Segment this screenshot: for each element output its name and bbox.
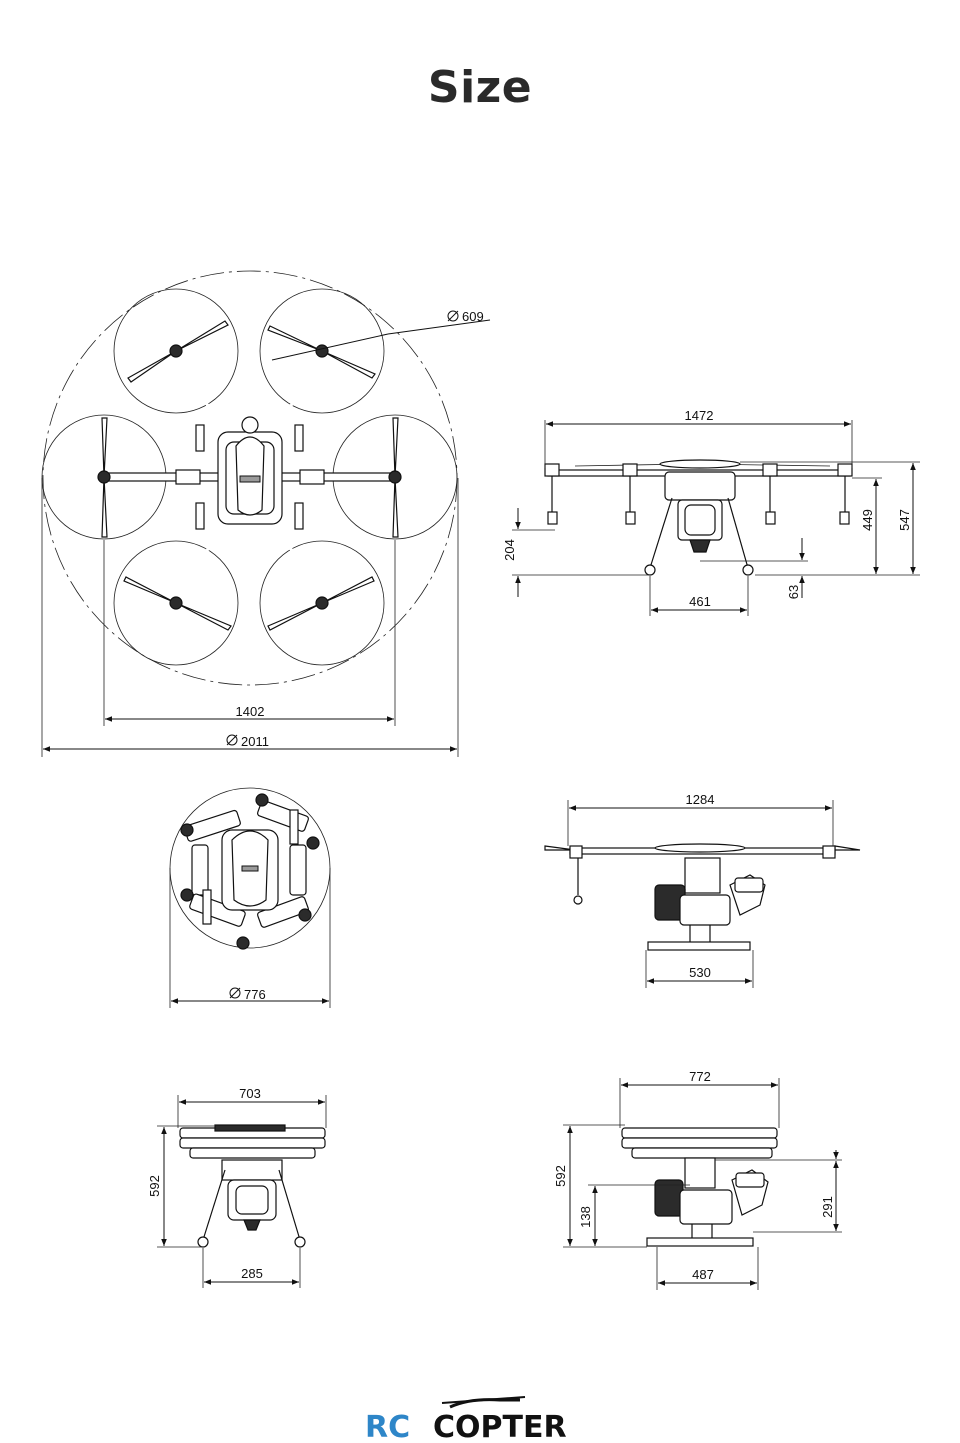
folded-side-2-height-label: 592 <box>553 1165 568 1187</box>
ground-clearance-dimension: 204 <box>502 508 650 597</box>
folded-side-2-height-dimension: 592 <box>553 1124 647 1248</box>
arm-height-dimension: 449 <box>852 477 882 574</box>
folded-front-height-label: 592 <box>147 1175 162 1197</box>
folded-side-2-tank-dimension: 291 <box>715 1150 842 1233</box>
folded-side-2-skid-label: 487 <box>692 1267 714 1282</box>
rc-copter-logo: RC COPTER <box>365 1396 567 1443</box>
folded-side-2-clearance-dimension: 138 <box>578 1184 690 1246</box>
rotor-diameter-callout: 609 <box>271 309 491 361</box>
folded-front-leg-dimension: 285 <box>202 1248 301 1288</box>
logo-copter: COPTER <box>433 1410 567 1443</box>
folded-side-view-2-drawing: 772 592 138 291 487 <box>553 1069 842 1290</box>
folded-skid-label: 530 <box>689 965 711 980</box>
total-height-dimension: 547 <box>740 461 920 576</box>
folded-front-width-dimension: 703 <box>177 1086 327 1128</box>
folded-diameter-label: 776 <box>244 987 266 1002</box>
leg-spacing-dimension: 461 <box>649 576 749 616</box>
overall-diameter-dimension: 2011 <box>41 478 459 757</box>
folded-side-2-clearance-label: 138 <box>578 1206 593 1228</box>
folded-side-view-drawing: 1284 530 <box>544 792 861 988</box>
folded-front-width-label: 703 <box>239 1086 261 1101</box>
folded-side-2-width-label: 772 <box>689 1069 711 1084</box>
top-view-drawing: 609 1402 2011 <box>41 270 491 757</box>
motor-span-label: 1402 <box>236 704 265 719</box>
folded-top-view-drawing: 776 <box>169 787 331 1008</box>
folded-side-2-body <box>646 1157 769 1247</box>
motor-span-dimension: 1402 <box>103 540 396 726</box>
folded-front-leg-label: 285 <box>241 1266 263 1281</box>
folded-side-width-dimension: 1284 <box>567 792 834 846</box>
folded-side-2-width-dimension: 772 <box>619 1069 780 1128</box>
ground-clearance-label: 204 <box>502 539 517 561</box>
front-width-dimension: 1472 <box>544 408 853 468</box>
page-title: Size <box>427 62 533 113</box>
folded-arms-top <box>180 793 320 950</box>
folded-front-height-dimension: 592 <box>147 1125 215 1248</box>
folded-body-top <box>221 829 279 911</box>
nozzle-clearance-label: 63 <box>786 585 801 599</box>
arm-height-label: 449 <box>860 509 875 531</box>
leg-spacing-label: 461 <box>689 594 711 609</box>
drone-body-top <box>175 416 325 530</box>
front-view-drawing: 1472 547 449 204 63 <box>502 408 920 616</box>
propellers <box>97 320 402 631</box>
folded-front-view-drawing: 703 592 285 <box>147 1086 327 1288</box>
folded-side-2-tank-label: 291 <box>820 1196 835 1218</box>
overall-diameter-label: 2011 <box>241 734 269 749</box>
folded-diameter-dimension: 776 <box>169 868 331 1008</box>
nozzle-clearance-dimension: 63 <box>700 538 808 599</box>
rotor-diameter-label: 609 <box>462 309 484 324</box>
folded-side-width-label: 1284 <box>686 792 715 807</box>
folded-skid-dimension: 530 <box>645 950 754 988</box>
front-motors <box>544 463 853 525</box>
logo-rc: RC <box>365 1410 410 1443</box>
front-body <box>644 471 754 576</box>
folded-front-body <box>197 1159 306 1248</box>
front-width-label: 1472 <box>685 408 714 423</box>
folded-side-body <box>647 857 766 951</box>
total-height-label: 547 <box>897 509 912 531</box>
folded-side-2-skid-dimension: 487 <box>656 1247 759 1290</box>
